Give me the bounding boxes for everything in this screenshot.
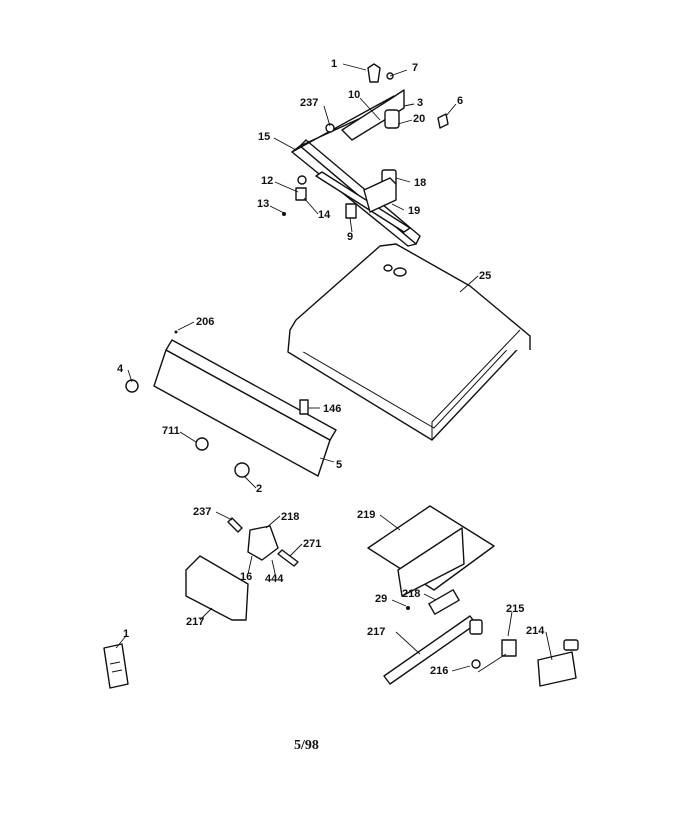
part-label: 237: [300, 97, 318, 109]
part-label: 711: [162, 425, 180, 437]
literature-booklet: [103, 643, 129, 689]
valve-group: [185, 517, 299, 621]
part-label: 217: [186, 616, 204, 628]
leader-lines: [115, 63, 553, 673]
front-bracket: [125, 330, 337, 478]
part-labels: 1 7 237 10 3 6 20 15 18 12 13 14 19 9 25…: [117, 58, 545, 753]
part-label: 219: [357, 509, 375, 521]
lower-burner-assembly: [367, 505, 579, 687]
part-label: 13: [257, 198, 269, 210]
part-label: 6: [457, 95, 463, 107]
part-label: 146: [323, 403, 341, 415]
part-label: 29: [375, 593, 387, 605]
part-label: 216: [430, 665, 448, 677]
part-label: 25: [479, 270, 491, 282]
part-label: 3: [417, 97, 423, 109]
part-label: 215: [506, 603, 524, 615]
part-label: 10: [348, 89, 360, 101]
part-label: 206: [196, 316, 214, 328]
part-label: 1: [123, 628, 129, 640]
part-label: 16: [240, 571, 252, 583]
part-label: 2: [256, 483, 262, 495]
part-label: 444: [265, 573, 284, 585]
part-label: 4: [117, 363, 124, 375]
page-footer-date: 5/98: [294, 738, 319, 753]
part-label: 19: [408, 205, 420, 217]
part-label: 20: [413, 113, 425, 125]
part-label: 7: [412, 62, 418, 74]
part-label: 18: [414, 177, 426, 189]
part-label: 218: [402, 588, 420, 600]
burner-manifold-assembly: [282, 63, 449, 247]
part-label: 237: [193, 506, 211, 518]
part-label: 218: [281, 511, 299, 523]
part-label: 5: [336, 459, 342, 471]
part-label: 9: [347, 231, 353, 243]
part-label: 214: [526, 625, 545, 637]
part-label: 14: [318, 209, 331, 221]
burner-tray: [287, 243, 531, 441]
part-label: 12: [261, 175, 273, 187]
part-label: 15: [258, 131, 270, 143]
part-label: 271: [303, 538, 321, 550]
part-label: 1: [331, 58, 337, 70]
part-label: 217: [367, 626, 385, 638]
